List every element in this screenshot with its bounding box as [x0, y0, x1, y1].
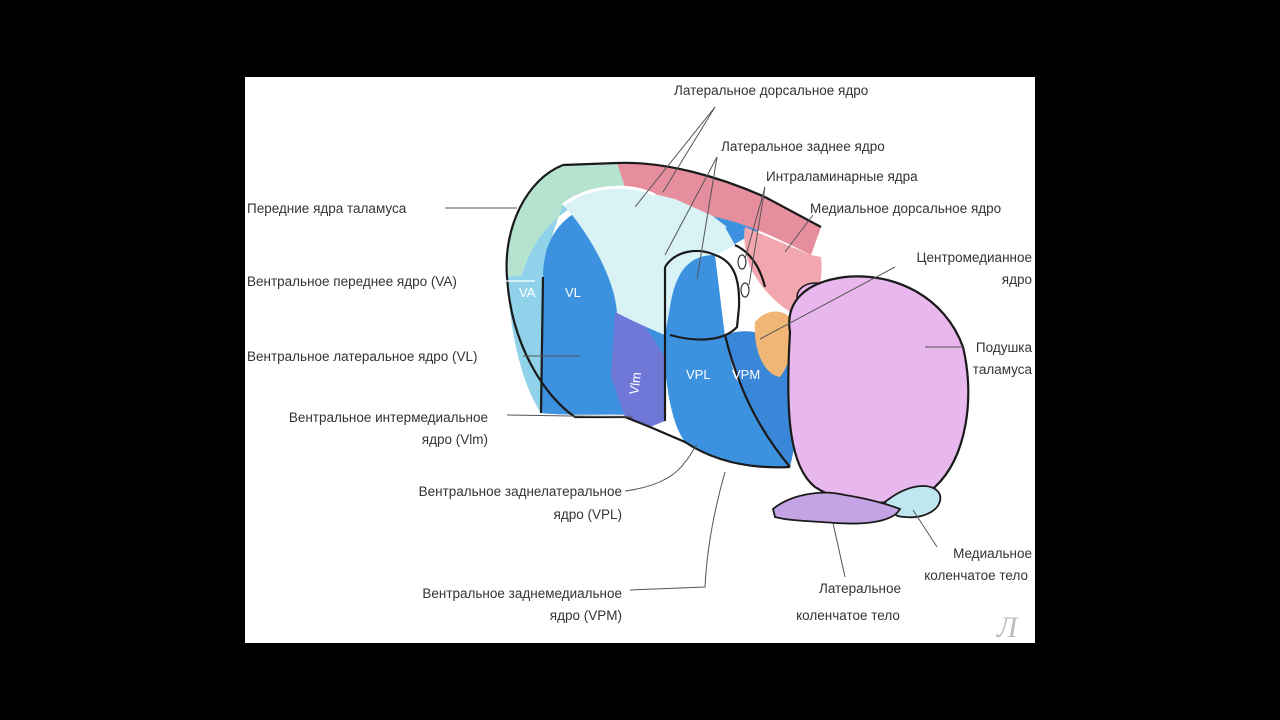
label-vpm-2: ядро (VPM): [550, 608, 622, 623]
label-lateral-dorsal: Латеральное дорсальное ядро: [674, 83, 868, 98]
region-pulvinar: [787, 275, 970, 504]
intralaminar-oval-1: [737, 254, 747, 270]
label-vim-1: Вентральное интермедиальное: [289, 410, 488, 425]
region-dorsal-band: [617, 162, 821, 255]
thalamus-diagram: VA VL Vlm VPL VPM Латеральное дорсальное…: [247, 83, 1033, 643]
label-vl: Вентральное латеральное ядро (VL): [247, 349, 478, 364]
label-centromedian-1: Центромедианное: [917, 250, 1033, 265]
watermark: Л: [996, 611, 1019, 643]
label-medial-dorsal: Медиальное дорсальное ядро: [810, 201, 1001, 216]
label-mgb-1: Медиальное: [953, 546, 1032, 561]
region-label-va: VA: [519, 285, 536, 300]
region-lateral-dorsal: [625, 181, 727, 234]
label-vpl-1: Вентральное заднелатеральное: [419, 484, 622, 499]
intralaminar-oval-2: [740, 282, 750, 298]
label-centromedian-2: ядро: [1002, 272, 1032, 287]
label-intralaminar: Интраламинарные ядра: [766, 169, 918, 184]
label-vpm-1: Вентральное заднемедиальное: [422, 586, 622, 601]
region-lgb: [771, 491, 902, 525]
region-vim: [611, 313, 665, 427]
label-vim-2: ядро (Vlm): [422, 432, 488, 447]
region-centromedian: [754, 311, 795, 377]
region-label-vl: VL: [565, 285, 581, 300]
label-vpl-2: ядро (VPL): [554, 507, 622, 522]
region-label-vpm: VPM: [732, 367, 760, 382]
label-anterior: Передние ядра таламуса: [247, 201, 407, 216]
region-label-vpl: VPL: [686, 367, 711, 382]
diagram-panel: VA VL Vlm VPL VPM Латеральное дорсальное…: [245, 77, 1035, 643]
label-lgb-2: коленчатое тело: [796, 608, 900, 623]
region-label-vim: Vlm: [626, 371, 644, 395]
label-va: Вентральное переднее ядро (VA): [247, 274, 457, 289]
label-pulvinar-2: таламуса: [973, 362, 1033, 377]
label-pulvinar-1: Подушка: [976, 340, 1033, 355]
label-mgb-2: коленчатое тело: [924, 568, 1028, 583]
label-lgb-1: Латеральное: [819, 581, 901, 596]
label-lateral-posterior: Латеральное заднее ядро: [721, 139, 885, 154]
